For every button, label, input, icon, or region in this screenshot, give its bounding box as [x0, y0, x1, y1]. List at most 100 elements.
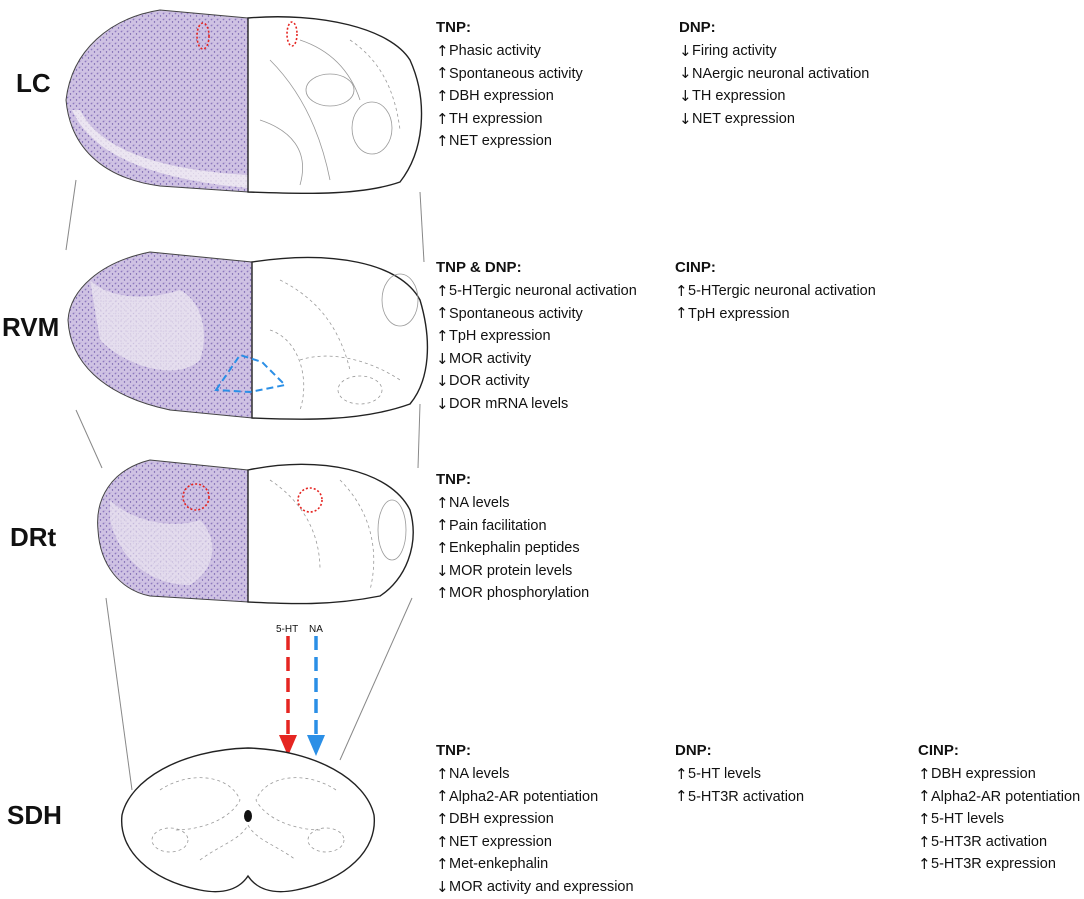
finding-item: ↑5-HT levels	[675, 763, 804, 786]
increase-arrow-icon: ↑	[675, 787, 688, 806]
finding-text: 5-HTergic neuronal activation	[449, 283, 637, 299]
lc-section	[65, 9, 423, 195]
increase-arrow-icon: ↑	[436, 787, 449, 806]
finding-item: ↓MOR protein levels	[436, 560, 589, 583]
findings-block-rvm-1: CINP:↑5-HTergic neuronal activation↑TpH …	[675, 258, 876, 325]
finding-text: MOR activity and expression	[449, 878, 634, 895]
findings-title: TNP:	[436, 742, 471, 759]
decrease-arrow-icon: ↓	[436, 394, 449, 413]
rvm-section	[67, 251, 429, 420]
findings-title: TNP & DNP:	[436, 259, 522, 276]
increase-arrow-icon: ↑	[436, 516, 449, 535]
region-label-drt: DRt	[10, 522, 57, 552]
finding-text: 5-HT3R expression	[931, 856, 1056, 873]
findings-block-lc-0: TNP:↑Phasic activity↑Spontaneous activit…	[436, 18, 583, 153]
finding-item: ↑DBH expression	[918, 763, 1080, 786]
finding-text: Alpha2-AR potentiation	[931, 788, 1081, 805]
decrease-arrow-icon: ↓	[679, 64, 692, 83]
finding-item: ↑TpH expression	[436, 325, 637, 348]
finding-item: ↑Alpha2-AR potentiation	[918, 786, 1080, 809]
decrease-arrow-icon: ↓	[436, 372, 449, 391]
finding-item: ↑Pain facilitation	[436, 515, 589, 538]
finding-item: ↑5-HTergic neuronal activation	[675, 280, 876, 303]
finding-item: ↓Firing activity	[679, 40, 869, 63]
finding-item: ↓TH expression	[679, 85, 869, 108]
increase-arrow-icon: ↑	[918, 809, 931, 828]
finding-text: Spontaneous activity	[449, 65, 583, 82]
increase-arrow-icon: ↑	[436, 132, 449, 151]
finding-text: TpH expression	[449, 328, 551, 345]
finding-text: NET expression	[449, 833, 552, 850]
finding-text: DOR mRNA levels	[449, 395, 569, 412]
findings-title: DNP:	[675, 742, 712, 759]
drt-roi-right	[297, 487, 323, 513]
increase-arrow-icon: ↑	[436, 64, 449, 83]
increase-arrow-icon: ↑	[675, 304, 688, 323]
increase-arrow-icon: ↑	[436, 855, 449, 874]
increase-arrow-icon: ↑	[436, 109, 449, 128]
region-label-rvm: RVM	[2, 312, 60, 342]
increase-arrow-icon: ↑	[436, 809, 449, 828]
finding-text: TpH expression	[688, 305, 790, 322]
decrease-arrow-icon: ↓	[436, 877, 449, 896]
finding-item: ↑Met-enkephalin	[436, 853, 634, 876]
finding-text: NET expression	[692, 110, 795, 127]
finding-item: ↓NET expression	[679, 108, 869, 131]
findings-block-sdh-1: DNP:↑5-HT levels↑5-HT3R activation	[675, 741, 804, 808]
finding-text: 5-HTergic neuronal activation	[688, 283, 876, 299]
finding-text: Met-enkephalin	[449, 856, 549, 873]
finding-item: ↑DBH expression	[436, 85, 583, 108]
decrease-arrow-icon: ↓	[436, 349, 449, 368]
finding-text: DOR activity	[449, 373, 530, 390]
finding-item: ↑5-HT levels	[918, 808, 1080, 831]
finding-item: ↑NET expression	[436, 831, 634, 854]
finding-item: ↑Alpha2-AR potentiation	[436, 786, 634, 809]
finding-item: ↓MOR activity	[436, 348, 637, 371]
finding-item: ↑Spontaneous activity	[436, 63, 583, 86]
finding-text: MOR protein levels	[449, 562, 573, 579]
finding-item: ↑5-HT3R expression	[918, 853, 1080, 876]
lc-roi-right	[286, 21, 298, 47]
increase-arrow-icon: ↑	[436, 41, 449, 60]
finding-item: ↓MOR activity and expression	[436, 876, 634, 899]
findings-title: DNP:	[679, 19, 716, 36]
finding-item: ↑NET expression	[436, 130, 583, 153]
finding-item: ↓NAergic neuronal activation	[679, 63, 869, 86]
finding-text: Firing activity	[692, 43, 777, 59]
finding-item: ↓DOR activity	[436, 370, 637, 393]
finding-item: ↑5-HTergic neuronal activation	[436, 280, 637, 303]
drt-atlas-half	[247, 463, 414, 605]
findings-block-sdh-2: CINP:↑DBH expression↑Alpha2-AR potentiat…	[918, 741, 1080, 876]
finding-text: TH expression	[449, 110, 543, 127]
increase-arrow-icon: ↑	[436, 86, 449, 105]
finding-item: ↓DOR mRNA levels	[436, 393, 637, 416]
decrease-arrow-icon: ↓	[679, 86, 692, 105]
lc-atlas-half	[247, 16, 423, 195]
finding-text: DBH expression	[931, 766, 1036, 782]
connector-lines	[65, 179, 425, 791]
finding-item: ↑Phasic activity	[436, 40, 583, 63]
drt-roi-left	[182, 483, 210, 511]
finding-text: MOR activity	[449, 350, 532, 367]
decrease-arrow-icon: ↓	[679, 41, 692, 60]
increase-arrow-icon: ↑	[675, 281, 688, 300]
finding-item: ↑MOR phosphorylation	[436, 582, 589, 605]
findings-block-lc-1: DNP:↓Firing activity↓NAergic neuronal ac…	[679, 18, 869, 130]
finding-item: ↑Enkephalin peptides	[436, 537, 589, 560]
finding-text: NA levels	[449, 766, 510, 782]
descending-arrows	[279, 636, 325, 756]
pathway-label-na: NA	[309, 624, 323, 635]
finding-text: DBH expression	[449, 88, 554, 105]
drt-section	[97, 459, 414, 605]
findings-title: TNP:	[436, 19, 471, 36]
increase-arrow-icon: ↑	[675, 764, 688, 783]
spinal-cord-section	[121, 747, 375, 893]
findings-block-drt-0: TNP:↑NA levels↑Pain facilitation↑Enkepha…	[436, 470, 589, 605]
increase-arrow-icon: ↑	[436, 493, 449, 512]
increase-arrow-icon: ↑	[436, 764, 449, 783]
increase-arrow-icon: ↑	[436, 584, 449, 603]
findings-block-rvm-0: TNP & DNP: ↑5-HTergic neuronal activation…	[436, 258, 637, 416]
finding-text: MOR phosphorylation	[449, 585, 590, 602]
finding-item: ↑TpH expression	[675, 303, 876, 326]
